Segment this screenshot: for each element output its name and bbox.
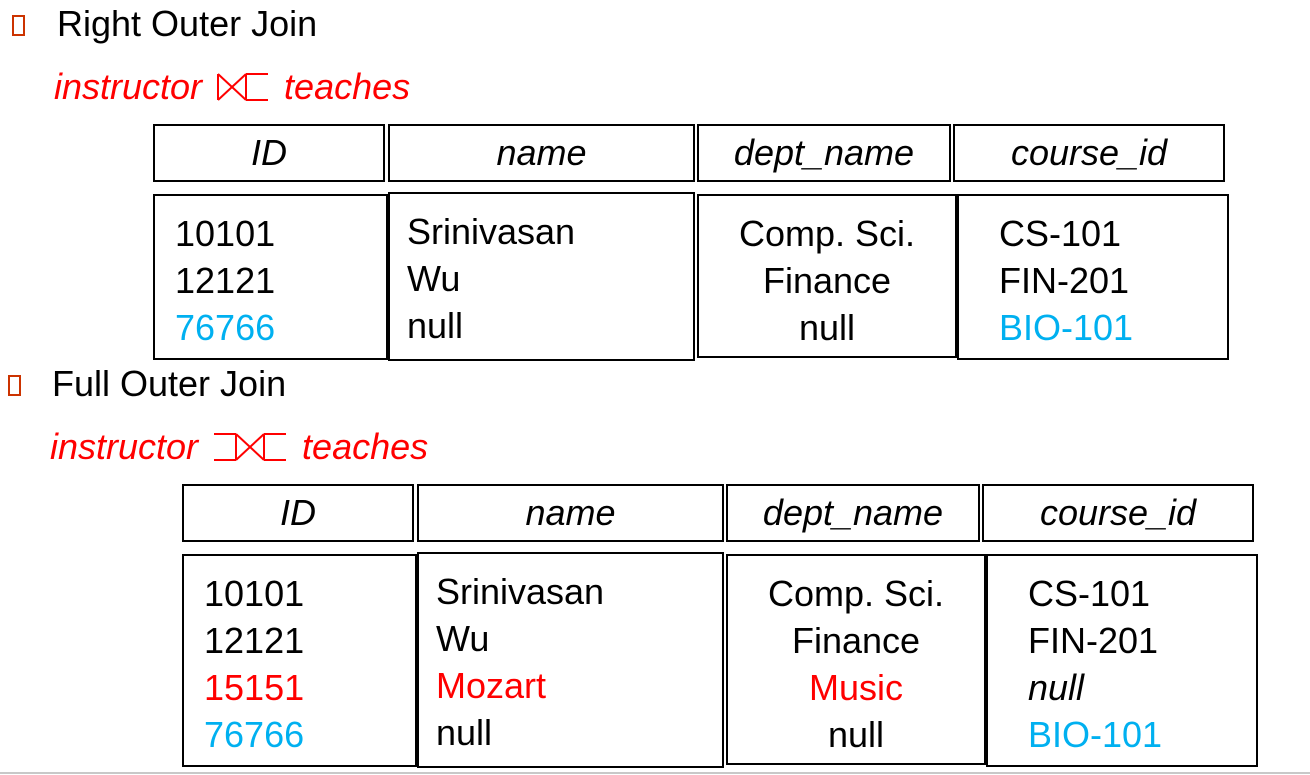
table-cell: FIN-201 xyxy=(999,260,1130,301)
table-cell: Srinivasan xyxy=(407,211,576,252)
table-cell: null xyxy=(407,305,464,346)
column-header-name: name xyxy=(417,484,724,542)
column-header-dept-name: dept_name xyxy=(726,484,980,542)
table-cell: FIN-201 xyxy=(1028,620,1159,661)
join-expression: instructor teaches xyxy=(50,427,428,467)
table-cell: 76766 xyxy=(204,714,305,755)
table-cell: 76766 xyxy=(175,307,276,348)
table-cell: BIO-101 xyxy=(999,307,1134,348)
table-cell: Wu xyxy=(407,258,461,299)
relation-left: instructor xyxy=(54,66,203,107)
column-body-id: 10101 12121 15151 76766 xyxy=(182,554,417,767)
column-header-course-id: course_id xyxy=(953,124,1225,182)
join-expression: instructor teaches xyxy=(54,67,410,107)
column-header-id: ID xyxy=(182,484,414,542)
relation-right: teaches xyxy=(284,66,411,107)
column-body-dept-name: Comp. Sci. Finance null xyxy=(697,194,957,358)
table-cell: Wu xyxy=(436,618,490,659)
section-heading: Right Outer Join xyxy=(57,3,318,44)
bullet-icon xyxy=(8,375,21,396)
relation-right: teaches xyxy=(302,426,429,467)
column-header-course-id: course_id xyxy=(982,484,1254,542)
full-outer-join-icon xyxy=(214,433,287,461)
table-cell: 10101 xyxy=(204,573,305,614)
relation-left: instructor xyxy=(50,426,199,467)
table-cell: 15151 xyxy=(204,667,305,708)
table-cell: Finance xyxy=(762,260,892,301)
table-cell: Mozart xyxy=(436,665,547,706)
column-header-id: ID xyxy=(153,124,385,182)
table-cell: null xyxy=(827,714,885,755)
column-body-id: 10101 12121 76766 xyxy=(153,194,388,360)
bullet-icon xyxy=(12,15,25,36)
section-heading: Full Outer Join xyxy=(52,363,287,404)
table-cell: Comp. Sci. xyxy=(767,573,945,614)
table-cell: BIO-101 xyxy=(1028,714,1163,755)
table-cell: null xyxy=(798,307,856,348)
table-cell: CS-101 xyxy=(999,213,1122,254)
divider xyxy=(0,772,1310,774)
table-cell: Music xyxy=(808,667,903,708)
table-cell: null xyxy=(436,712,493,753)
table-cell: CS-101 xyxy=(1028,573,1151,614)
table-cell: 10101 xyxy=(175,213,276,254)
table-cell: Finance xyxy=(791,620,921,661)
table-cell: Comp. Sci. xyxy=(738,213,916,254)
table-cell: null xyxy=(1028,667,1085,708)
table-cell: Srinivasan xyxy=(436,571,605,612)
table-cell: 12121 xyxy=(204,620,305,661)
table-cell: 12121 xyxy=(175,260,276,301)
column-header-dept-name: dept_name xyxy=(697,124,951,182)
column-header-name: name xyxy=(388,124,695,182)
right-outer-join-icon xyxy=(217,73,269,101)
